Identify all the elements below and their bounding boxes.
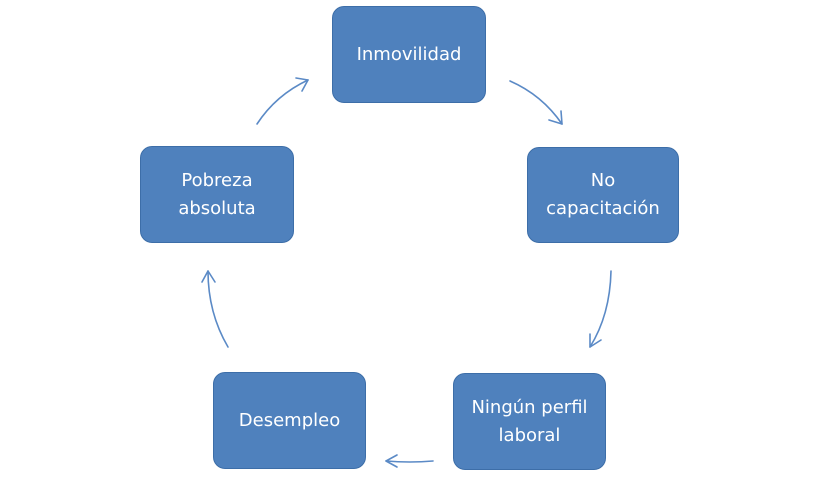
arrow-inmovilidad-to-no-capacitacion [509,80,563,125]
node-label-ningun-perfil-laboral: Ningún perfil laboral [471,396,588,446]
node-pobreza-absoluta: Pobreza absoluta [140,146,294,243]
node-label-no-capacitacion: No capacitación [546,170,660,219]
arrow-no-capacitacion-to-ningun-perfil [589,270,612,348]
node-label-pobreza-absoluta: Pobreza absoluta [178,169,256,219]
node-label-desempleo: Desempleo [238,409,341,431]
node-ningun-perfil-laboral: Ningún perfil laboral [453,373,606,470]
arrow-ningun-perfil-to-desempleo [385,454,434,468]
node-no-capacitacion: No capacitación [527,147,679,243]
node-inmovilidad: Inmovilidad [332,6,486,103]
arrow-pobreza-to-inmovilidad [256,77,309,125]
arrow-desempleo-to-pobreza [201,270,229,348]
node-desempleo: Desempleo [213,372,366,469]
node-label-inmovilidad: Inmovilidad [356,43,462,65]
